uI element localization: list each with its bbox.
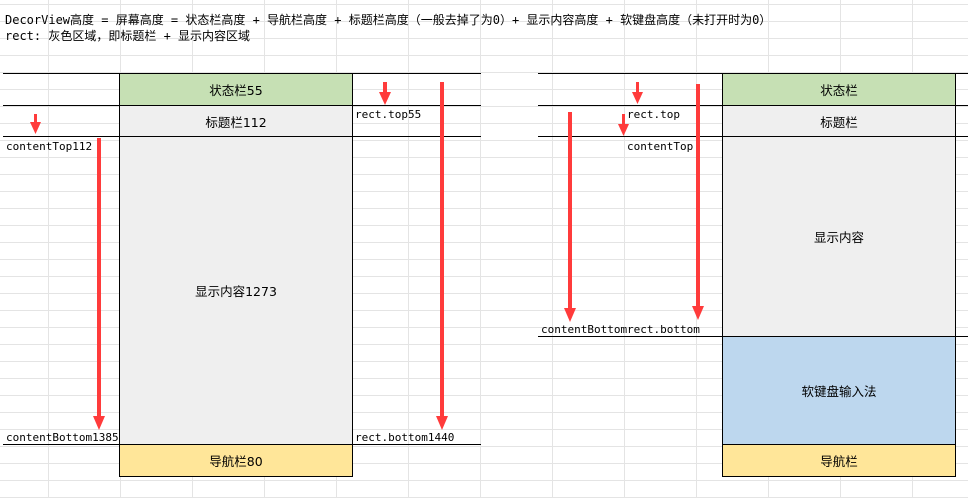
arrow-rect-bottom-left (436, 82, 448, 430)
label-content-bottom-left: contentBottom1385 (6, 431, 119, 444)
header-formula: DecorView高度 = 屏幕高度 = 状态栏高度 + 导航栏高度 + 标题栏… (5, 13, 772, 27)
label-rect-bottom-left: rect.bottom1440 (355, 431, 455, 444)
label-rect-top-left: rect.top55 (355, 108, 422, 121)
right-keyboard-area: 软键盘输入法 (722, 336, 956, 445)
arrow-content-top-left (30, 114, 41, 134)
right-nav-bar: 导航栏 (722, 444, 956, 477)
label-rect-top-right: rect.top (627, 108, 680, 121)
right-title-bar: 标题栏 (722, 105, 956, 137)
arrow-rect-top-left (379, 82, 391, 105)
left-title-bar: 标题栏112 (119, 105, 353, 137)
arrow-rect-top-right (632, 82, 643, 104)
right-content-area: 显示内容 (722, 136, 956, 337)
arrow-content-bottom-left (93, 138, 105, 430)
arrow-rect-bottom-right (692, 84, 704, 320)
label-rect-bottom-right: rect.bottom (627, 323, 700, 336)
header-rect-note: rect: 灰色区域，即标题栏 + 显示内容区域 (5, 29, 251, 43)
right-status-bar: 状态栏 (722, 73, 956, 106)
left-nav-bar: 导航栏80 (119, 444, 353, 477)
label-content-top-right: contentTop (627, 140, 694, 153)
arrow-content-top-right (618, 114, 629, 136)
label-content-bottom-right: contentBottom (541, 323, 628, 336)
arrow-content-bottom-right (564, 112, 576, 322)
label-content-top-left: contentTop112 (6, 140, 93, 153)
